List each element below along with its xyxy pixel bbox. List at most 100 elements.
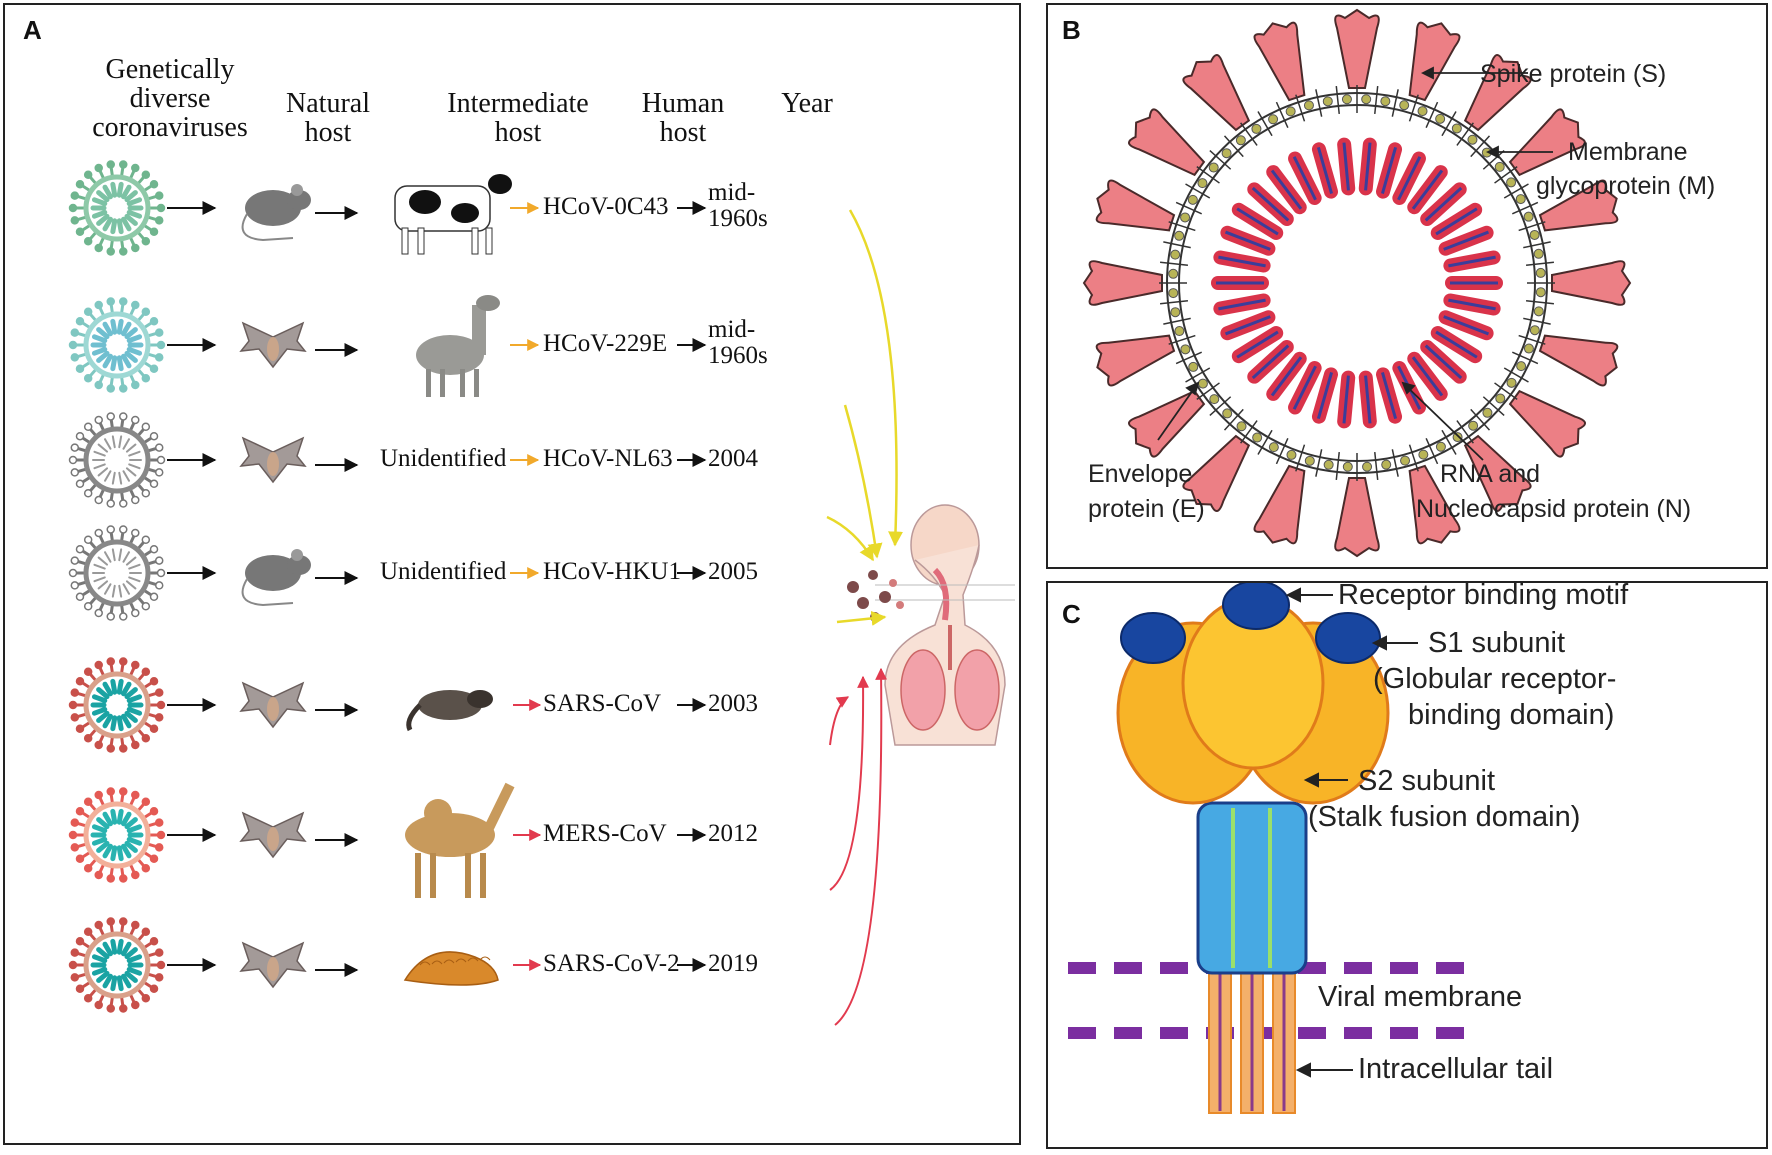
bat-icon	[239, 811, 307, 859]
header-human-host: Human host	[641, 88, 725, 148]
panel-b-letter: B	[1062, 15, 1081, 45]
human-virus-label: HCoV-HKU1	[543, 558, 681, 585]
human-virus-label: MERS-CoV	[543, 820, 667, 847]
coronavirus-icon	[68, 917, 166, 1013]
spike-glycoprotein	[1182, 434, 1251, 512]
coronavirus-icon	[68, 787, 166, 883]
year-label: 2012	[708, 820, 758, 847]
bat-icon	[239, 681, 307, 729]
header-coronaviruses: Genetically diverse coronaviruses	[92, 54, 248, 143]
label-rna-1: RNA and	[1440, 460, 1541, 488]
spike-glycoprotein	[1508, 389, 1586, 458]
pathway-row	[68, 917, 707, 1013]
rna-segment	[1211, 276, 1269, 290]
panel-c: C	[1046, 579, 1768, 1149]
pathway-row	[68, 160, 707, 256]
pathway-row	[68, 782, 707, 898]
intermediate-host-label: Unidentified	[380, 558, 507, 585]
rna-segment	[1420, 182, 1467, 226]
rna-segment	[1266, 165, 1307, 215]
coronavirus-icon	[68, 297, 166, 393]
severe-transmission-arrows	[829, 667, 888, 1026]
rna-segment	[1358, 370, 1377, 429]
rna-segment	[1213, 293, 1271, 316]
intracellular-tails	[1208, 962, 1296, 1114]
panel-a-diagram	[68, 160, 1015, 1026]
spike-glycoprotein	[1095, 179, 1176, 232]
spike-glycoprotein	[1128, 389, 1206, 458]
human-virus-label: HCoV-229E	[543, 330, 668, 357]
rna-segment	[1288, 151, 1322, 205]
rna-segment	[1443, 250, 1501, 273]
label-s1-2: (Globular receptor-	[1373, 663, 1617, 695]
alpaca-icon	[416, 295, 500, 397]
year-label: 2003	[708, 690, 758, 717]
spike-glycoprotein	[1253, 464, 1306, 545]
panel-b-pointers	[1157, 66, 1553, 461]
spike-glycoprotein	[1463, 434, 1532, 512]
mild-transmission-arrows	[826, 209, 904, 626]
pangolin-icon	[403, 951, 499, 986]
pathway-row	[68, 295, 707, 397]
label-envelope-1: Envelope	[1088, 460, 1193, 488]
rna-segment	[1358, 137, 1377, 196]
header-natural-host: Natural host	[286, 88, 370, 148]
civet-icon	[406, 690, 493, 732]
coronavirus-icon	[68, 525, 166, 621]
pathway-row	[68, 525, 707, 621]
header-year: Year	[781, 88, 833, 119]
label-membrane-2: glycoprotein (M)	[1536, 172, 1716, 200]
label-spike-protein: Spike protein (S)	[1480, 60, 1667, 88]
rna-segment	[1247, 182, 1294, 226]
mouse-icon	[241, 184, 311, 242]
spike-protein-diagram	[1068, 583, 1478, 1114]
spike-glycoprotein	[1128, 108, 1206, 177]
rna-segment	[1392, 151, 1426, 205]
rna-segment	[1220, 310, 1276, 341]
rna-segment	[1443, 293, 1501, 316]
rna-segment	[1247, 340, 1294, 384]
label-s1-3: binding domain)	[1408, 699, 1615, 731]
year-label: 2004	[708, 445, 758, 472]
bat-icon	[239, 436, 307, 484]
label-s2-1: S2 subunit	[1358, 765, 1496, 797]
panel-b: B Spike protein (S) Membrane glycoprotei…	[1046, 3, 1768, 569]
label-intracellular-tail: Intracellular tail	[1358, 1053, 1554, 1085]
rna-segment	[1430, 202, 1483, 240]
panel-c-pointers	[1285, 587, 1418, 1078]
human-virus-label: HCoV-0C43	[543, 193, 669, 220]
label-s2-2: (Stalk fusion domain)	[1308, 801, 1581, 833]
rna-segment	[1231, 326, 1284, 364]
label-viral-membrane: Viral membrane	[1318, 981, 1523, 1013]
label-envelope-2: protein (E)	[1088, 495, 1205, 523]
spike-glycoprotein	[1538, 179, 1619, 232]
intermediate-host-label: Unidentified	[380, 445, 507, 472]
spike-glycoprotein	[1095, 334, 1176, 387]
spike-glycoprotein	[1182, 54, 1251, 132]
spike-glycoprotein	[1253, 21, 1306, 102]
header-intermediate-host: Intermediate host	[447, 88, 589, 148]
coronavirus-icon	[68, 657, 166, 753]
panel-a-letter: A	[23, 15, 42, 45]
label-s1-1: S1 subunit	[1428, 627, 1566, 659]
rna-segment	[1213, 250, 1271, 273]
spike-glycoprotein	[1408, 21, 1461, 102]
label-membrane-1: Membrane	[1568, 138, 1688, 166]
panel-a: A Genetically diverse coronaviruses Natu…	[3, 3, 1021, 1145]
rna-segment	[1231, 202, 1284, 240]
label-receptor-binding-motif: Receptor binding motif	[1338, 579, 1629, 611]
rna-segment	[1266, 351, 1307, 401]
rna-segment	[1407, 351, 1448, 401]
bat-icon	[239, 321, 307, 369]
year-label: 2005	[708, 558, 758, 585]
rna-segment	[1337, 370, 1356, 429]
spike-glycoprotein	[1408, 464, 1461, 545]
human-virus-label: HCoV-NL63	[543, 445, 673, 472]
virus-particles	[847, 570, 904, 622]
rna-segment	[1375, 142, 1403, 199]
spike-glycoprotein	[1538, 334, 1619, 387]
rna-segment	[1288, 361, 1322, 415]
year-label: mid-1960s	[708, 316, 768, 369]
rna-segment	[1420, 340, 1467, 384]
rna-segment	[1337, 137, 1356, 196]
